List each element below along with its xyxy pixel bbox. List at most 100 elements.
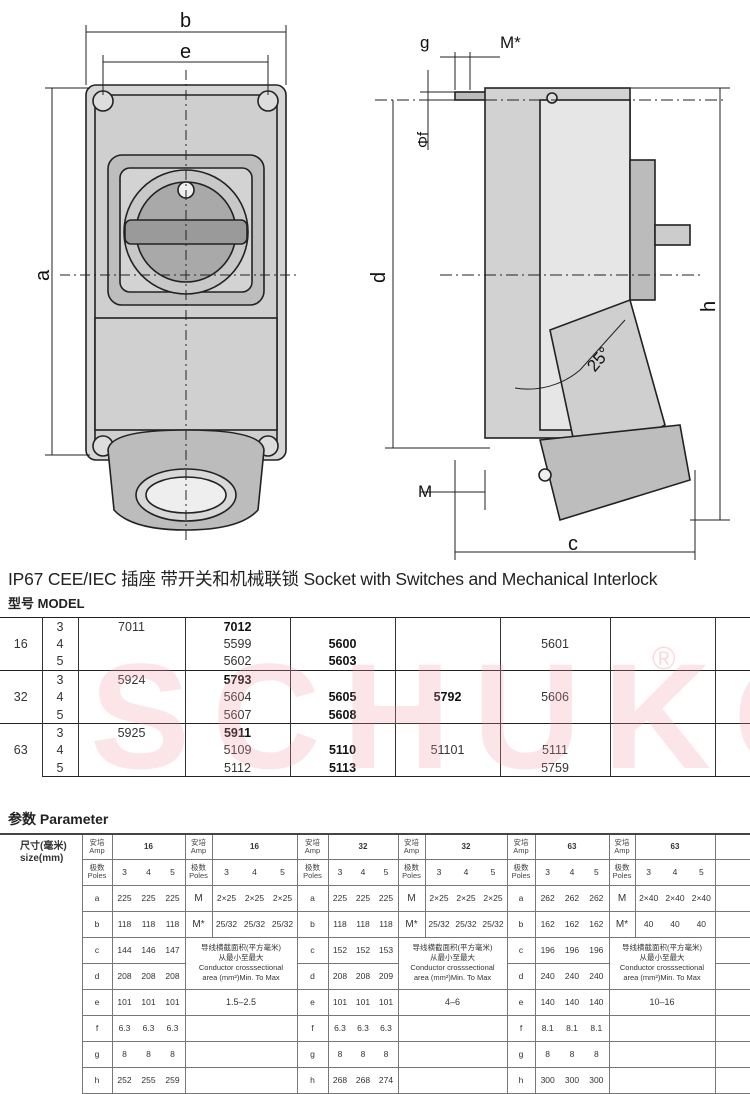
model-number-cell xyxy=(609,705,716,724)
value: 6.3 xyxy=(118,1023,131,1033)
empty-cell xyxy=(714,884,750,912)
dim-label-d: d xyxy=(368,272,390,283)
dimension-label: g xyxy=(296,1040,329,1068)
label-en: Poles xyxy=(402,871,421,880)
note-line: 从最小至最大 xyxy=(218,953,264,962)
value: 5 xyxy=(593,867,599,877)
value: 208 xyxy=(165,971,180,981)
empty-cell xyxy=(608,1040,716,1068)
model-number-cell xyxy=(394,705,501,724)
model-number-cell xyxy=(77,635,186,653)
value: 3 xyxy=(224,867,229,877)
value: 118 xyxy=(379,919,393,929)
label-cn: 安培 xyxy=(404,837,419,847)
model-number-cell xyxy=(394,670,501,689)
value: 240 xyxy=(540,971,555,981)
value: 300 xyxy=(540,1075,555,1085)
value: 152 xyxy=(332,945,348,955)
poles-cell: 4 xyxy=(41,635,79,653)
value: 8 xyxy=(593,1049,599,1059)
model-number-cell xyxy=(609,741,716,759)
note-line: 导线横截面积(平方毫米) xyxy=(201,943,281,952)
conductor-range: 10–16 xyxy=(608,988,716,1016)
dimension-label: f xyxy=(296,1014,329,1042)
value: 262 xyxy=(589,893,604,903)
label-en: Amp xyxy=(304,845,321,855)
model-number-cell xyxy=(77,688,186,706)
value: 4 xyxy=(569,867,575,877)
value: 208 xyxy=(117,971,132,981)
empty-cell xyxy=(714,759,750,778)
label-cn: 极数 xyxy=(614,863,630,872)
note-line: area (mm²)Min. To Max xyxy=(202,973,280,982)
empty-cell xyxy=(608,1066,716,1094)
product-title: IP67 CEE/IEC 插座 带开关和机械联锁 Socket with Swi… xyxy=(8,569,658,589)
value: 8 xyxy=(545,1049,551,1059)
value: 259 xyxy=(165,1075,180,1085)
model-number-cell xyxy=(499,723,611,742)
label-en: Poles xyxy=(87,871,107,880)
dimension-label: b xyxy=(81,910,113,938)
value: 6.3 xyxy=(142,1023,155,1033)
model-number-cell: 7011 xyxy=(77,617,186,636)
model-number-cell xyxy=(499,617,611,636)
value: 262 xyxy=(540,893,555,903)
value: 25/32 xyxy=(428,919,450,929)
value: 144 xyxy=(117,945,132,955)
value: 118 xyxy=(141,919,156,929)
side-view xyxy=(454,87,691,522)
empty-cell xyxy=(714,936,750,964)
value: 4 xyxy=(252,867,257,877)
value: 3 xyxy=(646,867,652,877)
value: 8 xyxy=(122,1049,127,1059)
model-number-cell xyxy=(609,617,716,636)
value: 5 xyxy=(698,867,704,877)
value: 255 xyxy=(141,1075,156,1085)
value: 5 xyxy=(490,867,496,877)
value: 8 xyxy=(146,1049,151,1059)
value: 268 xyxy=(332,1075,348,1085)
model-number-cell xyxy=(499,652,611,671)
model-number-cell: 5606 xyxy=(499,688,611,706)
label-cn: 安培 xyxy=(614,837,630,847)
model-number-cell: 5605 xyxy=(289,688,396,706)
value: 225 xyxy=(332,893,348,903)
value: 118 xyxy=(165,919,180,929)
value: 25/32 xyxy=(271,919,294,929)
model-number-cell: 5599 xyxy=(184,635,291,653)
empty-cell xyxy=(714,705,750,724)
